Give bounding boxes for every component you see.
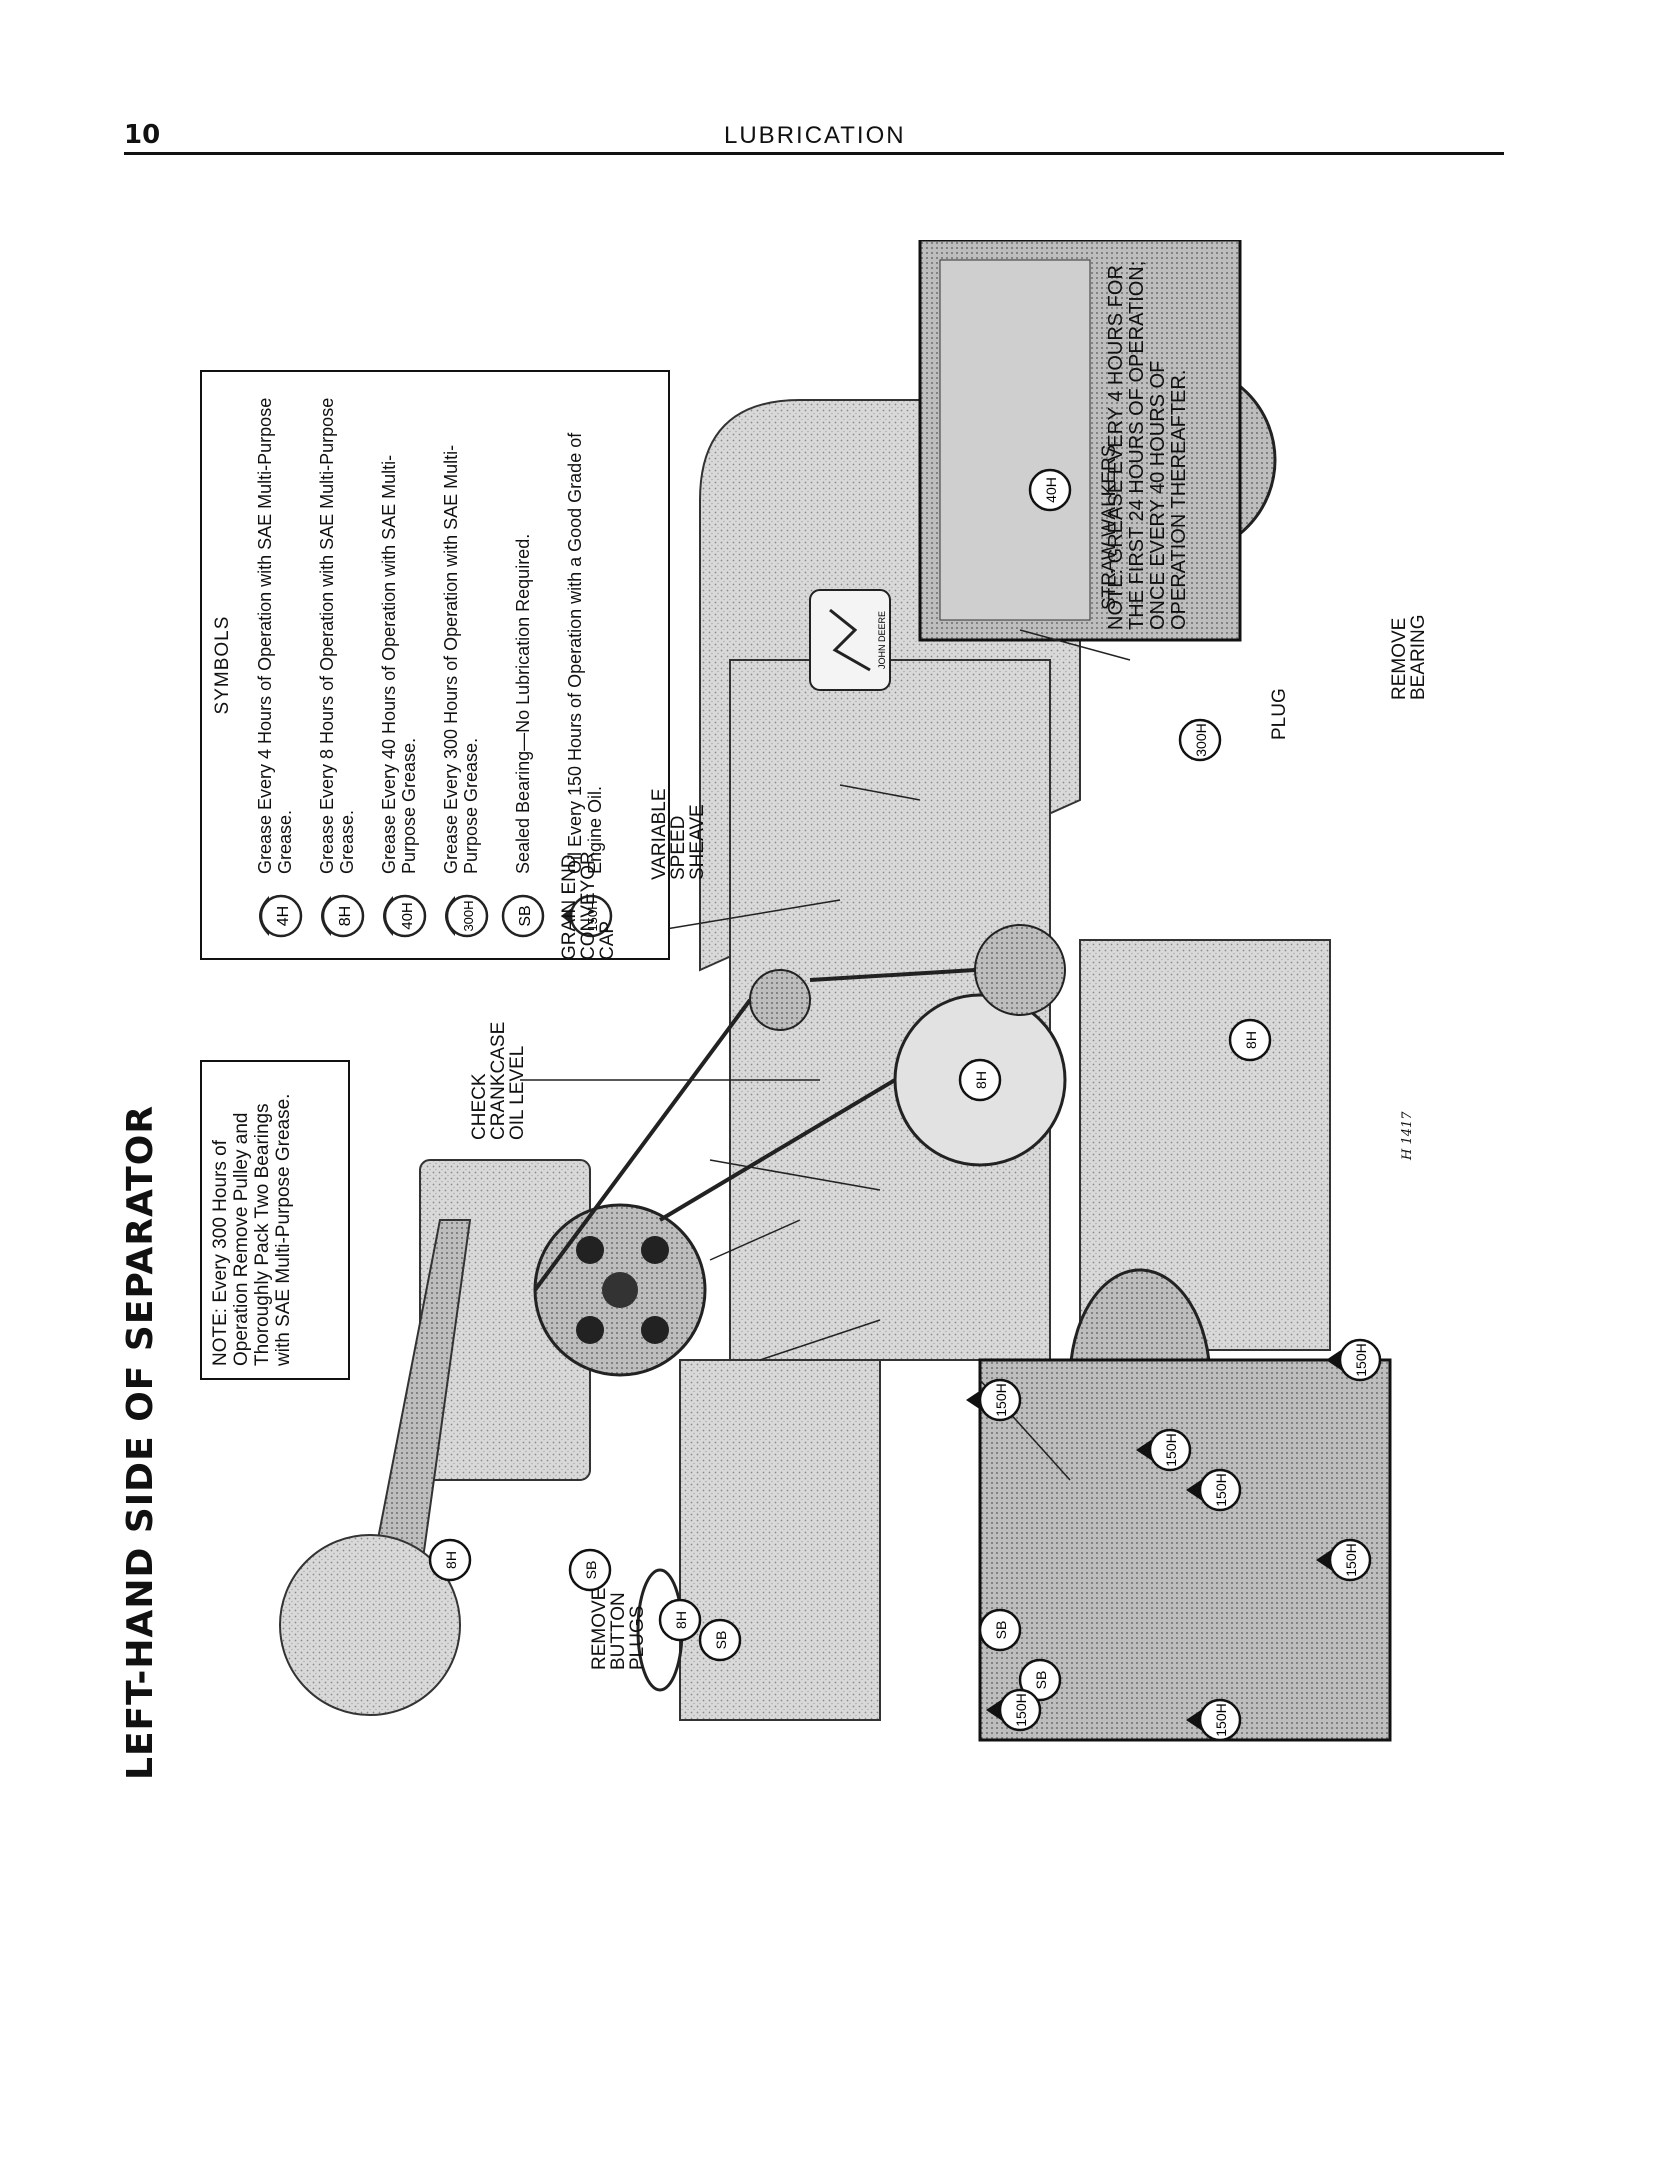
lube-point-b8h-b: 8H xyxy=(1228,1018,1272,1062)
symbol-text: Grease Every 300 Hours of Operation with… xyxy=(441,444,481,874)
callout-remove-bearing: REMOVE BEARING xyxy=(1389,614,1429,700)
grease-gun-300h-icon: 300H xyxy=(445,894,489,938)
lube-point-sb-c: SB xyxy=(978,1608,1022,1652)
symbol-text: Grease Every 4 Hours of Operation with S… xyxy=(255,397,295,874)
lube-point-label: SB xyxy=(1033,1671,1049,1690)
running-head: LUBRICATION xyxy=(724,122,906,149)
lube-point-o150-b: 150H xyxy=(986,1688,1042,1732)
oil-can-150h-icon: 150H xyxy=(561,894,613,938)
lube-point-b8h-d: 8H xyxy=(428,1538,472,1582)
lube-point-label: 8H xyxy=(673,1611,689,1629)
lube-point-label: 8H xyxy=(973,1071,989,1089)
lube-point-o150-c: 150H xyxy=(1316,1538,1372,1582)
badge-label: 40H xyxy=(399,902,416,930)
symbol-row-sb: SB Sealed Bearing—No Lubrication Require… xyxy=(492,386,554,944)
lube-point-label: 150H xyxy=(1013,1693,1029,1726)
symbol-text: Grease Every 8 Hours of Operation with S… xyxy=(317,397,357,874)
lube-point-label: 150H xyxy=(1343,1543,1359,1576)
badge-label: 4H xyxy=(275,906,292,926)
lube-point-b300h: 300H xyxy=(1178,718,1222,762)
badge-label: SB xyxy=(517,905,534,926)
callout-remove-button-plugs: REMOVE BUTTON PLUGS xyxy=(589,1587,648,1670)
john-deere-logo-text: JOHN DEERE xyxy=(877,611,887,669)
separator-illustration: 300H8H8H8H8H40HSBSBSBSB150H150H150H150H1… xyxy=(279,240,1392,1742)
lube-point-b8h-a: 8H xyxy=(958,1058,1002,1102)
symbol-row-8h: 8H Grease Every 8 Hours of Operation wit… xyxy=(306,386,368,944)
lube-point-o150-e: 150H xyxy=(1186,1468,1242,1512)
symbol-text: Sealed Bearing—No Lubrication Required. xyxy=(513,533,533,874)
symbols-title: SYMBOLS xyxy=(212,615,233,715)
lube-point-o150-d: 150H xyxy=(966,1378,1022,1422)
lube-point-o150-a: 150H xyxy=(1186,1698,1242,1742)
lube-point-label: 150H xyxy=(1163,1433,1179,1466)
callout-grain-end-conveyor-cap: GRAIN END CONVEYOR CAP xyxy=(559,851,618,960)
grease-gun-8h-icon: 8H xyxy=(321,894,365,938)
lube-point-label: 150H xyxy=(993,1383,1009,1416)
lube-point-o150-g: 150H xyxy=(1326,1338,1382,1382)
grease-gun-4h-icon: 4H xyxy=(259,894,303,938)
lube-point-b8h-c: 8H xyxy=(658,1598,702,1642)
badge-label: 300H xyxy=(461,900,476,931)
grease-gun-40h-icon: 40H xyxy=(383,894,427,938)
symbol-row-4h: 4H Grease Every 4 Hours of Operation wit… xyxy=(244,386,306,944)
page-header: 10 LUBRICATION xyxy=(124,120,1504,154)
callout-plug: PLUG xyxy=(1269,688,1290,740)
lube-point-o150-f: 150H xyxy=(1136,1428,1192,1472)
page-number: 10 xyxy=(124,120,161,150)
lube-point-sb-a: SB xyxy=(698,1618,742,1662)
lube-point-label: SB xyxy=(713,1631,729,1650)
badge-label: 150H xyxy=(585,900,600,931)
header-rule xyxy=(124,152,1504,155)
symbol-row-40h: 40H Grease Every 40 Hours of Operation w… xyxy=(368,386,430,944)
lube-point-label: 150H xyxy=(1353,1343,1369,1376)
callout-check-crankcase: CHECK CRANKCASE OIL LEVEL xyxy=(469,1021,528,1140)
lube-point-label: SB xyxy=(993,1621,1009,1640)
figure-title: LEFT-HAND SIDE OF SEPARATOR xyxy=(120,1104,161,1780)
symbol-row-150h: 150H Oil Every 150 Hours of Operation wi… xyxy=(554,386,616,944)
lube-point-label: 8H xyxy=(443,1551,459,1569)
lube-point-sb-b: SB xyxy=(568,1548,612,1592)
lube-point-label: 150H xyxy=(1213,1473,1229,1506)
callout-variable-speed-sheave: VARIABLE SPEED SHEAVE xyxy=(649,788,708,880)
symbol-row-300h: 300H Grease Every 300 Hours of Operation… xyxy=(430,386,492,944)
lube-point-label: SB xyxy=(583,1561,599,1580)
lube-point-label: 8H xyxy=(1243,1031,1259,1049)
callout-straw-walkers: STRAW WALKERS xyxy=(1099,444,1120,610)
symbols-legend: SYMBOLS 4H Grease Every 4 Hours of Opera… xyxy=(200,370,670,960)
badge-label: 8H xyxy=(337,906,354,926)
symbol-text: Oil Every 150 Hours of Operation with a … xyxy=(565,432,605,874)
lube-point-sb-d: SB xyxy=(1018,1658,1062,1702)
sealed-bearing-icon: SB xyxy=(501,894,545,938)
lube-point-label: 300H xyxy=(1193,723,1209,756)
lube-point-b40h: 40H xyxy=(1028,468,1072,512)
symbol-text: Grease Every 40 Hours of Operation with … xyxy=(379,454,419,874)
lube-point-label: 150H xyxy=(1213,1703,1229,1736)
note-pulley: NOTE: Every 300 Hours of Operation Remov… xyxy=(200,1060,350,1380)
figure-id: H 1417 xyxy=(1400,1111,1415,1160)
lube-point-label: 40H xyxy=(1043,477,1059,503)
